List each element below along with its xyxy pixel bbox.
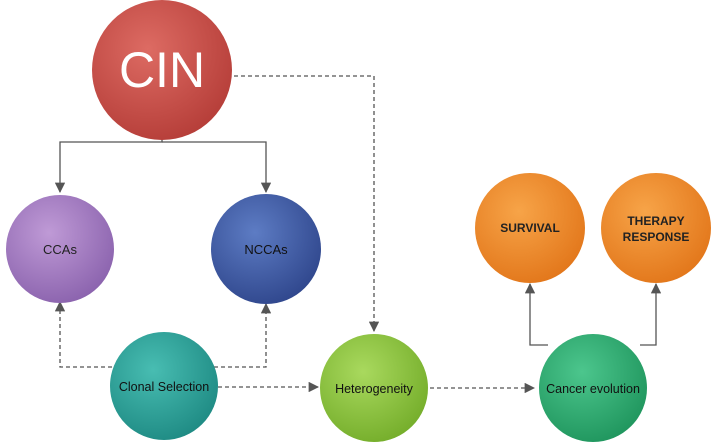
arrow-evolution-to-therapy xyxy=(640,282,662,346)
node-cin: CIN xyxy=(92,0,232,140)
node-nccas: NCCAs xyxy=(211,194,321,304)
node-ccas-label: CCAs xyxy=(43,242,77,257)
node-heterogeneity-label: Heterogeneity xyxy=(335,382,414,396)
arrow-cin-to-nccas xyxy=(162,141,272,194)
arrow-evolution-to-survival xyxy=(524,282,548,346)
node-cancer-evolution-label: Cancer evolution xyxy=(546,382,640,396)
node-cancer-evolution: Cancer evolution xyxy=(539,334,647,442)
connectors xyxy=(54,75,662,394)
arrow-clonal-to-ccas xyxy=(54,300,112,368)
node-nccas-label: NCCAs xyxy=(244,242,288,257)
node-heterogeneity: Heterogeneity xyxy=(320,334,428,442)
node-cin-label: CIN xyxy=(119,42,205,98)
node-therapy-response-line1: THERAPY xyxy=(627,214,684,228)
node-clonal-selection-label: Clonal Selection xyxy=(119,380,209,394)
node-therapy-response-line2: RESPONSE xyxy=(623,230,690,244)
arrow-clonal-to-nccas xyxy=(214,302,272,368)
node-ccas: CCAs xyxy=(6,195,114,303)
node-survival: SURVIVAL xyxy=(475,173,585,283)
node-therapy-response: THERAPY RESPONSE xyxy=(601,173,711,283)
arrow-cin-to-heterogeneity xyxy=(234,75,380,333)
node-clonal-selection: Clonal Selection xyxy=(110,332,218,440)
node-survival-label: SURVIVAL xyxy=(500,221,560,235)
